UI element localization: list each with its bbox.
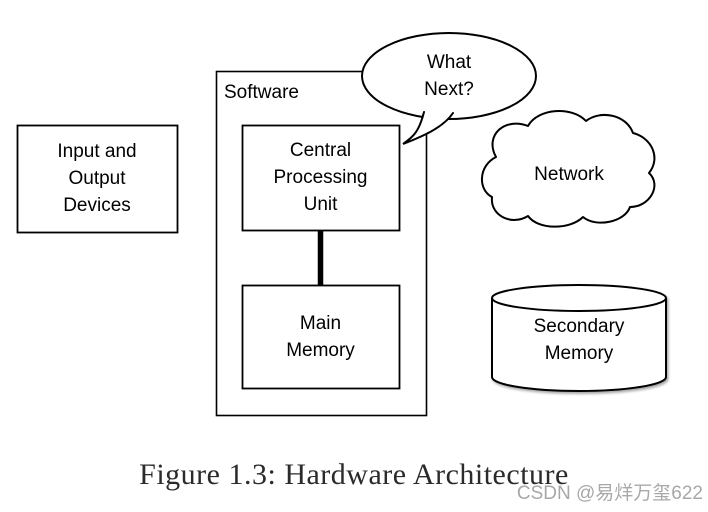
speech-bubble-shape (361, 32, 537, 145)
network-cloud (481, 109, 656, 228)
main-memory-box (241, 284, 401, 390)
csdn-watermark: CSDN @易烊万玺622 (516, 483, 703, 504)
cpu-box (241, 124, 401, 232)
secondary-memory-cylinder (491, 284, 667, 392)
figure-caption: Figure 1.3: Hardware Architecture (139, 458, 569, 491)
io-devices-box (16, 124, 179, 234)
